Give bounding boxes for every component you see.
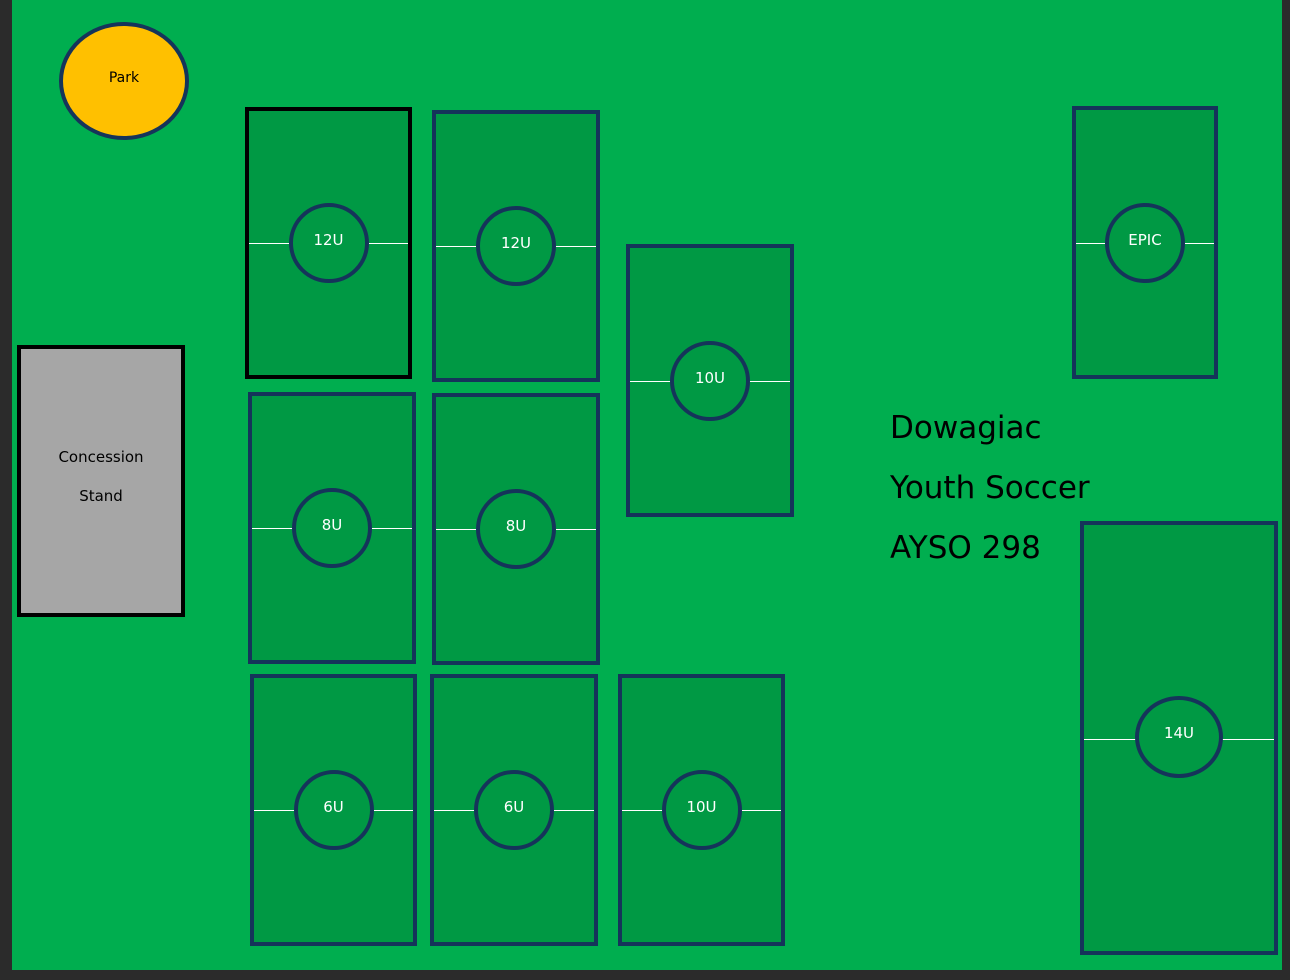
field-epic[interactable]: EPIC (1072, 106, 1218, 379)
field-label: 6U (503, 798, 525, 816)
center-circle: 6U (293, 770, 374, 850)
field-8u-b[interactable]: 8U (432, 393, 600, 665)
concession-label-line1: Concession (58, 448, 144, 466)
center-circle: 8U (292, 488, 372, 568)
concession-label-line2: Stand (79, 487, 123, 505)
field-label: 10U (686, 798, 717, 816)
title-line-2: Youth Soccer (890, 470, 1090, 506)
field-label: 8U (505, 517, 527, 535)
center-circle: 14U (1135, 696, 1223, 778)
field-label: 12U (313, 231, 344, 249)
field-14u[interactable]: 14U (1080, 521, 1278, 955)
league-title: Dowagiac Youth Soccer AYSO 298 (890, 398, 1090, 578)
title-line-1: Dowagiac (890, 410, 1042, 446)
field-label: 10U (694, 368, 726, 387)
field-6u-b[interactable]: 6U (430, 674, 598, 946)
center-circle: 10U (670, 340, 750, 421)
center-circle: 6U (474, 770, 554, 850)
center-circle: 12U (288, 203, 369, 283)
field-label: EPIC (1128, 230, 1162, 249)
center-circle: EPIC (1105, 202, 1185, 283)
center-circle: 8U (476, 489, 556, 569)
field-10u-a[interactable]: 10U (626, 244, 794, 517)
field-label: 14U (1163, 724, 1195, 742)
field-12u-a[interactable]: 12U (245, 107, 412, 379)
field-8u-a[interactable]: 8U (248, 392, 416, 664)
title-line-3: AYSO 298 (890, 530, 1041, 566)
field-12u-b[interactable]: 12U (432, 110, 600, 382)
field-label: 12U (500, 234, 532, 252)
center-circle: 10U (661, 770, 742, 850)
field-label: 6U (323, 798, 344, 816)
field-10u-b[interactable]: 10U (618, 674, 785, 946)
field-label: 8U (321, 516, 343, 534)
field-6u-a[interactable]: 6U (250, 674, 417, 946)
soccer-complex-map: Park Concession Stand 12U 8U 6U 12U 8U (12, 0, 1282, 970)
park-label: Park (108, 70, 140, 86)
concession-stand[interactable]: Concession Stand (17, 345, 185, 617)
center-circle: 12U (476, 206, 556, 286)
park-marker[interactable]: Park (59, 22, 189, 140)
